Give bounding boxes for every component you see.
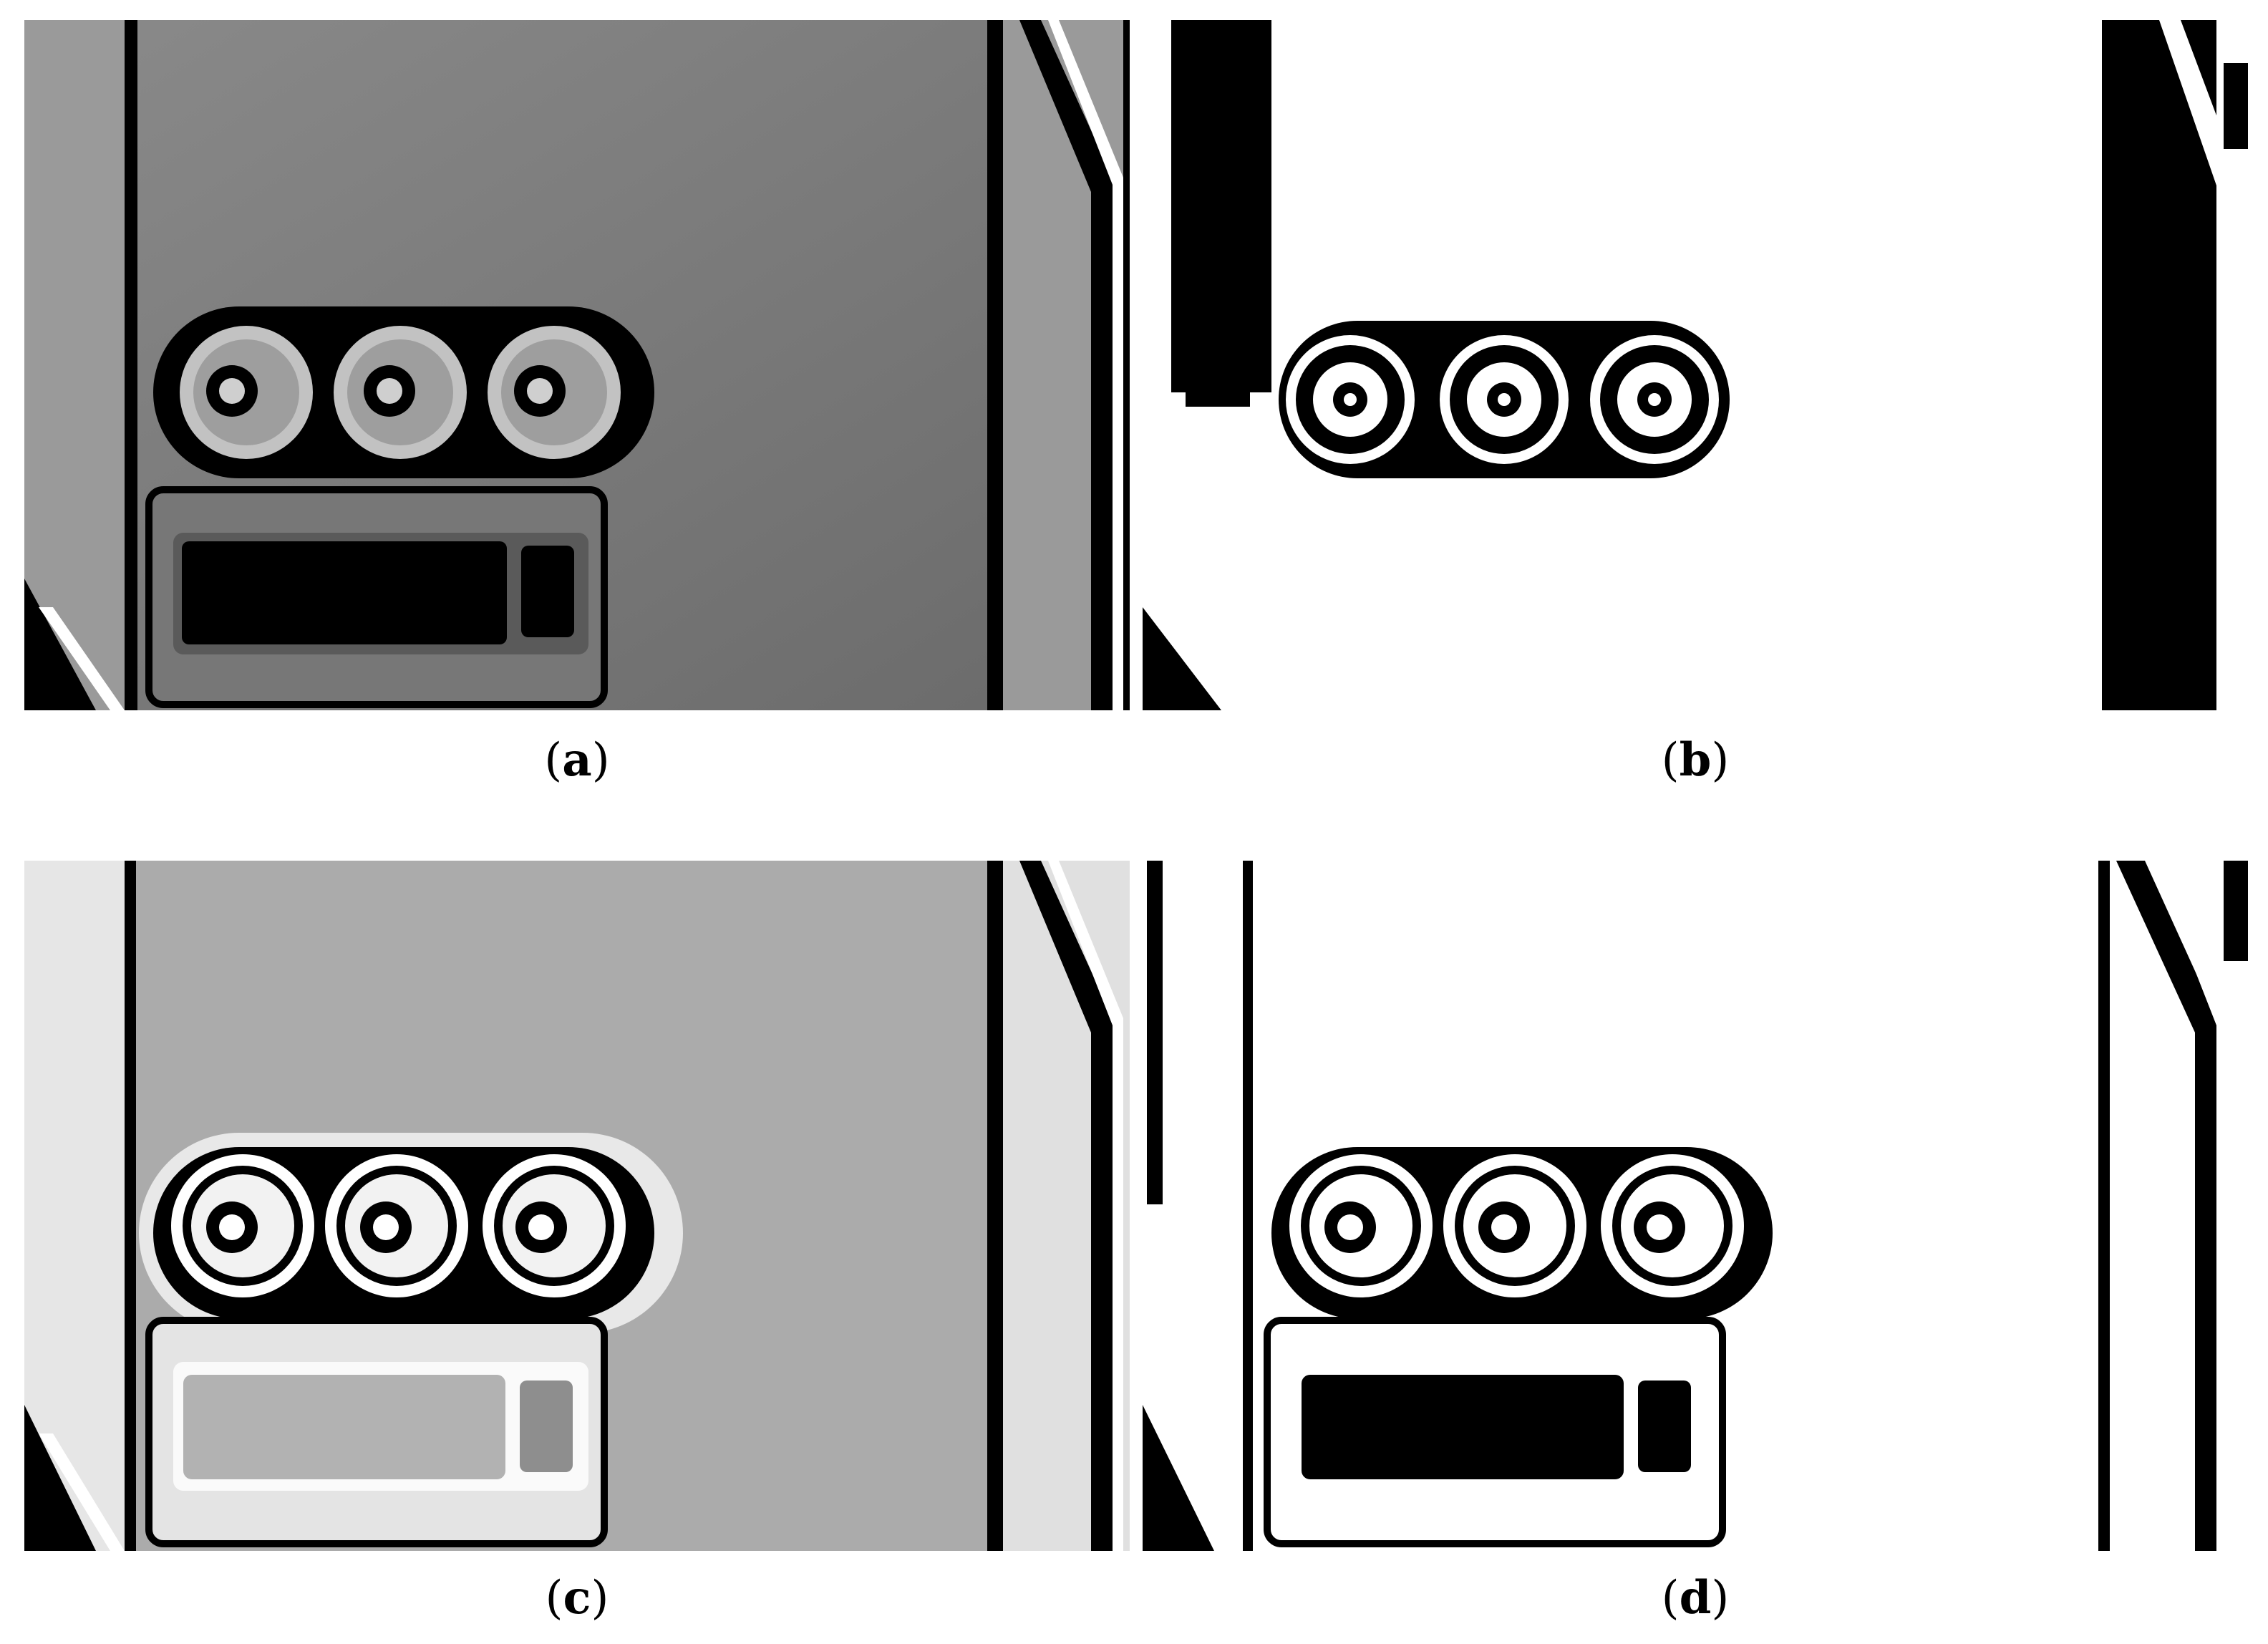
- caption-letter-c: c: [563, 1571, 591, 1625]
- depth-map-image-c: [24, 861, 1130, 1551]
- binary-mask-image-b: [1143, 20, 2248, 710]
- binary-mask-panel-d: [1143, 861, 2248, 1551]
- depth-map-panel-c: [24, 861, 1130, 1551]
- caption-letter-a: a: [562, 733, 592, 787]
- caption-letter-d: d: [1679, 1571, 1712, 1625]
- binary-mask-image-d: [1143, 861, 2248, 1551]
- depth-map-panel-a: [24, 20, 1130, 710]
- caption-letter-b: b: [1679, 733, 1712, 787]
- caption-a: (a): [544, 733, 610, 787]
- caption-d: (d): [1661, 1571, 1730, 1625]
- depth-map-image-a: [24, 20, 1130, 710]
- caption-c: (c): [545, 1571, 609, 1625]
- binary-mask-panel-b: [1143, 20, 2248, 710]
- caption-b: (b): [1661, 733, 1730, 787]
